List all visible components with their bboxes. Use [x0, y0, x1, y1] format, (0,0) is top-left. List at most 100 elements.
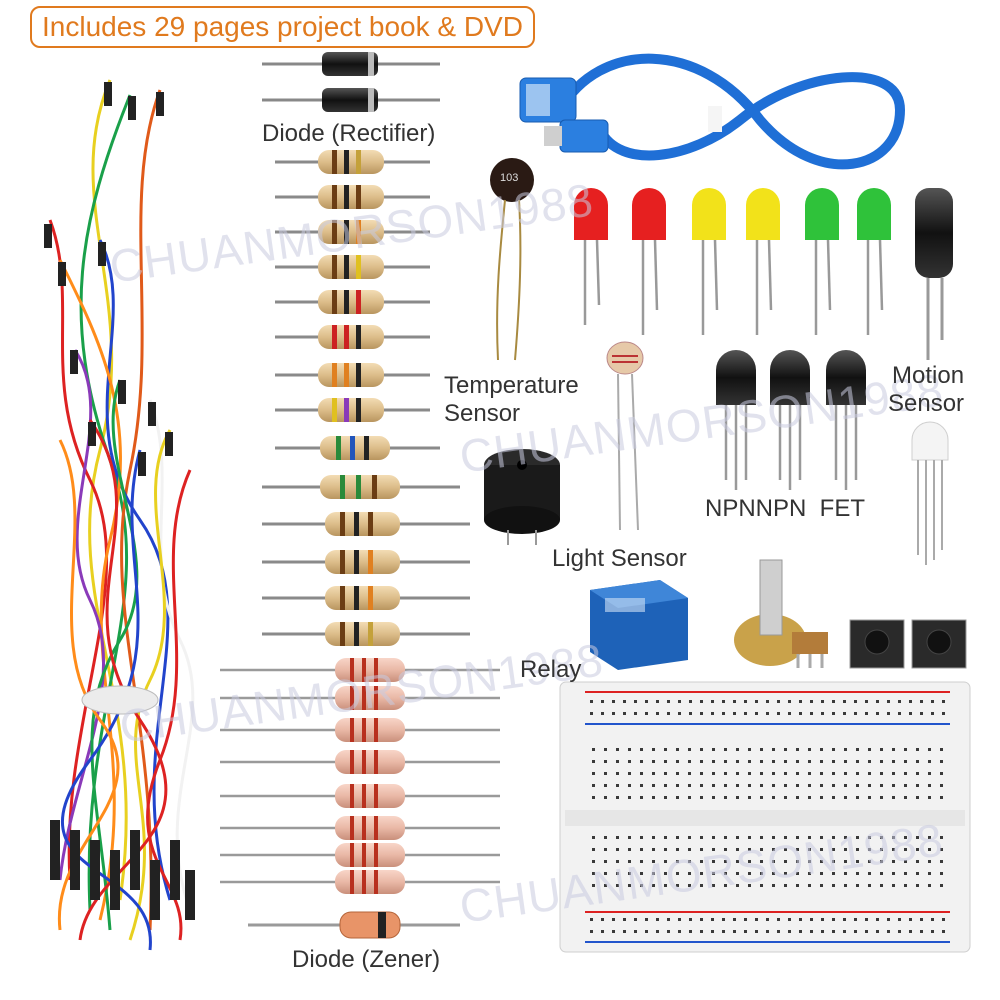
breadboard-hole: [832, 748, 835, 751]
breadboard-hole: [916, 796, 919, 799]
breadboard-hole: [724, 784, 727, 787]
breadboard-hole: [700, 884, 703, 887]
breadboard-hole: [821, 930, 824, 933]
breadboard-hole: [880, 860, 883, 863]
breadboard-hole: [700, 836, 703, 839]
breadboard-hole: [628, 860, 631, 863]
usb-cable: [519, 53, 906, 170]
breadboard-hole: [788, 930, 791, 933]
breadboard-hole: [711, 918, 714, 921]
breadboard-hole: [628, 836, 631, 839]
breadboard-hole: [623, 918, 626, 921]
breadboard-hole: [916, 760, 919, 763]
breadboard-hole: [590, 700, 593, 703]
breadboard-hole: [760, 860, 763, 863]
breadboard-hole: [892, 872, 895, 875]
breadboard-hole: [784, 796, 787, 799]
breadboard-hole: [808, 772, 811, 775]
breadboard-hole: [700, 748, 703, 751]
breadboard-hole: [940, 872, 943, 875]
breadboard-hole: [733, 918, 736, 921]
breadboard-hole: [628, 748, 631, 751]
breadboard-hole: [592, 836, 595, 839]
breadboard-hole: [604, 772, 607, 775]
breadboard-hole: [748, 848, 751, 851]
breadboard-hole: [808, 760, 811, 763]
breadboard-hole: [931, 918, 934, 921]
breadboard-hole: [832, 860, 835, 863]
breadboard-hole: [772, 848, 775, 851]
breadboard-hole: [676, 796, 679, 799]
breadboard-hole: [796, 784, 799, 787]
breadboard-hole: [676, 836, 679, 839]
breadboard-hole: [612, 930, 615, 933]
breadboard-hole: [616, 836, 619, 839]
breadboard-hole: [604, 796, 607, 799]
breadboard-hole: [844, 748, 847, 751]
breadboard: [559, 681, 971, 953]
breadboard-hole: [760, 772, 763, 775]
breadboard-hole: [676, 884, 679, 887]
breadboard-hole: [942, 712, 945, 715]
breadboard-hole: [640, 796, 643, 799]
breadboard-hole: [688, 836, 691, 839]
breadboard-hole: [592, 784, 595, 787]
breadboard-hole: [612, 918, 615, 921]
breadboard-hole: [832, 872, 835, 875]
breadboard-hole: [820, 860, 823, 863]
breadboard-hole: [810, 712, 813, 715]
breadboard-hole: [724, 796, 727, 799]
breadboard-hole: [940, 760, 943, 763]
breadboard-hole: [784, 748, 787, 751]
breadboard-hole: [772, 784, 775, 787]
label-diode-zener: Diode (Zener): [292, 946, 441, 973]
breadboard-hole: [796, 860, 799, 863]
breadboard-hole: [916, 784, 919, 787]
breadboard-hole: [868, 784, 871, 787]
breadboard-hole: [688, 760, 691, 763]
breadboard-hole: [664, 836, 667, 839]
breadboard-hole: [777, 930, 780, 933]
breadboard-hole: [810, 930, 813, 933]
breadboard-hole: [664, 784, 667, 787]
breadboard-hole: [604, 860, 607, 863]
breadboard-hole: [748, 836, 751, 839]
breadboard-hole: [799, 930, 802, 933]
breadboard-hole: [904, 836, 907, 839]
potentiometer: [734, 559, 828, 668]
breadboard-hole: [868, 848, 871, 851]
breadboard-hole: [880, 836, 883, 839]
breadboard-hole: [876, 918, 879, 921]
breadboard-hole: [688, 872, 691, 875]
breadboard-hole: [760, 748, 763, 751]
breadboard-hole: [748, 872, 751, 875]
breadboard-hole: [760, 796, 763, 799]
breadboard-hole: [664, 760, 667, 763]
breadboard-hole: [592, 872, 595, 875]
breadboard-hole: [733, 712, 736, 715]
breadboard-hole: [856, 748, 859, 751]
breadboard-hole: [652, 772, 655, 775]
breadboard-hole: [664, 772, 667, 775]
breadboard-hole: [623, 930, 626, 933]
breadboard-hole: [722, 712, 725, 715]
breadboard-hole: [722, 930, 725, 933]
breadboard-hole: [634, 700, 637, 703]
breadboard-hole: [640, 860, 643, 863]
breadboard-hole: [590, 918, 593, 921]
breadboard-hole: [820, 884, 823, 887]
label-temperature-sensor-line2: Sensor: [444, 400, 521, 427]
breadboard-hole: [766, 700, 769, 703]
breadboard-hole: [736, 872, 739, 875]
breadboard-hole: [712, 872, 715, 875]
breadboard-hole: [856, 872, 859, 875]
breadboard-hole: [880, 748, 883, 751]
motion-sensor: [915, 188, 953, 360]
breadboard-hole: [916, 884, 919, 887]
breadboard-hole: [616, 760, 619, 763]
breadboard-hole: [868, 860, 871, 863]
thermistor: [490, 158, 534, 361]
breadboard-hole: [604, 784, 607, 787]
breadboard-hole: [676, 748, 679, 751]
breadboard-hole: [904, 860, 907, 863]
